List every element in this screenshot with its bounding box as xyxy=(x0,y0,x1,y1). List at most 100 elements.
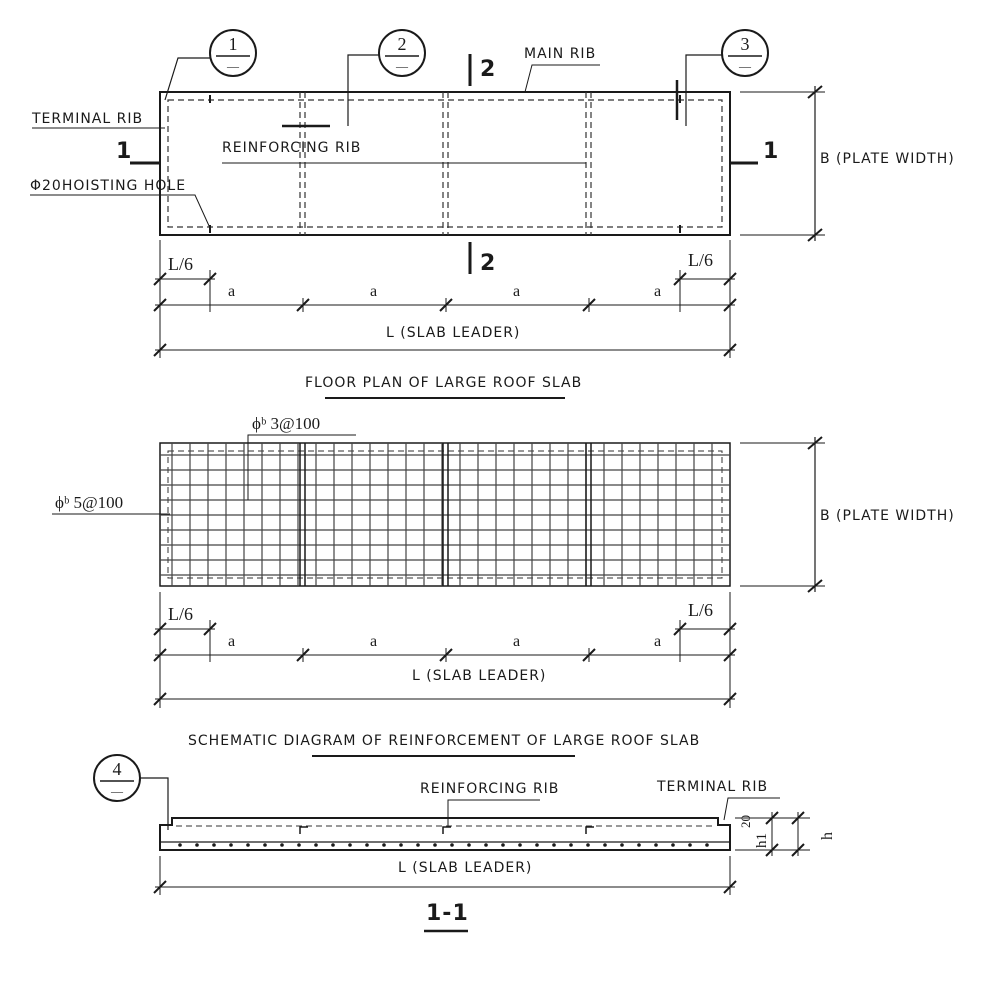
rebar-dot xyxy=(586,843,590,847)
reinforcement-spacing-a-4: a xyxy=(654,633,661,650)
rebar-dot xyxy=(552,843,556,847)
reinforcement-width-dimension xyxy=(740,436,825,593)
rebar-dot xyxy=(297,843,301,847)
rebar-dot xyxy=(433,843,437,847)
rebar-dot xyxy=(484,843,488,847)
bar-top-label: ϕᵇ 3@100 xyxy=(252,414,320,433)
section-title: 1-1 xyxy=(426,901,469,926)
bar-left-label: ϕᵇ 5@100 xyxy=(55,493,123,512)
floor-plan-view: 1 1 2 2 1 — 2 — 3 — xyxy=(30,29,955,399)
plate-width-label: B (PLATE WIDTH) xyxy=(820,151,955,167)
section-1-left-label: 1 xyxy=(116,139,132,164)
reinforcement-spacing-a-2: a xyxy=(370,633,377,650)
rebar-dot xyxy=(569,843,573,847)
svg-text:2: 2 xyxy=(398,34,407,54)
rebar-dot xyxy=(671,843,675,847)
edge-dim-right: L/6 xyxy=(688,250,713,270)
main-rib-label: MAIN RIB xyxy=(524,46,596,62)
plan-dimension-lines xyxy=(153,240,737,358)
slab-section-profile xyxy=(159,817,731,851)
rebar-dot xyxy=(603,843,607,847)
main-rib-leader xyxy=(524,64,600,93)
spacing-a-2: a xyxy=(370,283,377,300)
svg-text:—: — xyxy=(395,59,409,73)
section-length-dimension xyxy=(153,856,737,895)
rebar-dot xyxy=(246,843,250,847)
rebar-dot xyxy=(535,843,539,847)
spacing-a-1: a xyxy=(228,283,235,300)
callout-2: 2 — xyxy=(282,29,426,128)
rebar-dot xyxy=(280,843,284,847)
rebar-dot xyxy=(195,843,199,847)
callout-1: 1 — xyxy=(164,29,257,101)
svg-text:—: — xyxy=(226,59,240,73)
hoisting-hole-leader xyxy=(30,194,211,229)
dim-h1-label: h1 xyxy=(754,833,770,848)
hoisting-hole-marks xyxy=(209,95,681,233)
slab-length-label: L (SLAB LEADER) xyxy=(386,325,520,341)
reinforcement-dimension-lines xyxy=(153,592,737,708)
edge-dim-left: L/6 xyxy=(168,254,193,274)
section-1-right-label: 1 xyxy=(763,139,779,164)
reinforcement-ribs xyxy=(299,443,592,586)
rebar-dot xyxy=(637,843,641,847)
plate-width-dimension xyxy=(740,85,825,242)
spacing-a-3: a xyxy=(513,283,520,300)
rebar-dot xyxy=(365,843,369,847)
svg-text:1: 1 xyxy=(229,34,238,54)
reinforcement-title: SCHEMATIC DIAGRAM OF REINFORCEMENT OF LA… xyxy=(188,733,700,749)
plan-title: FLOOR PLAN OF LARGE ROOF SLAB xyxy=(305,375,582,391)
rebar-dot xyxy=(705,843,709,847)
svg-text:—: — xyxy=(110,784,124,798)
reinforcement-edge-dim-right: L/6 xyxy=(688,600,713,620)
reinforcement-plate-width-label: B (PLATE WIDTH) xyxy=(820,508,955,524)
rebar-dot xyxy=(399,843,403,847)
section-2-top-label: 2 xyxy=(480,57,496,82)
rebar-dot xyxy=(331,843,335,847)
dim-20-label: 20 xyxy=(738,815,753,828)
rebar-dot xyxy=(178,843,182,847)
rebar-dot xyxy=(212,843,216,847)
rebar-dot xyxy=(229,843,233,847)
reinforcing-rib-label: REINFORCING RIB xyxy=(222,140,361,156)
bar-top-leader xyxy=(247,434,356,500)
rebar-dot xyxy=(620,843,624,847)
rebar-dot xyxy=(654,843,658,847)
section-terminal-rib-label: TERMINAL RIB xyxy=(656,779,768,795)
section-height-dimensions xyxy=(735,811,810,857)
rebar-dots xyxy=(178,843,709,847)
reinforcement-spacing-a-1: a xyxy=(228,633,235,650)
callout-4: 4 — xyxy=(93,754,169,830)
section-slab-length-label: L (SLAB LEADER) xyxy=(398,860,532,876)
section-reinforcing-rib-label: REINFORCING RIB xyxy=(420,781,559,797)
section-rib-marks xyxy=(299,826,594,834)
rebar-dot xyxy=(518,843,522,847)
section-terminal-rib-leader xyxy=(723,797,780,821)
section-reinforcing-rib-leader xyxy=(447,799,540,826)
rebar-dot xyxy=(467,843,471,847)
terminal-rib-label: TERMINAL RIB xyxy=(31,111,143,127)
rebar-dot xyxy=(501,843,505,847)
reinforcement-slab-length-label: L (SLAB LEADER) xyxy=(412,668,546,684)
rebar-dot xyxy=(314,843,318,847)
section-1-1-view: 4 — REINFORCING RIB TERMINAL RIB 20 xyxy=(93,754,836,933)
reinforcement-view: ϕᵇ 3@100 ϕᵇ 5@100 B (PLATE WIDTH) xyxy=(52,414,955,757)
rebar-dot xyxy=(450,843,454,847)
rebar-dot xyxy=(263,843,267,847)
callout-3: 3 — xyxy=(675,29,769,126)
svg-text:—: — xyxy=(738,59,752,73)
dim-h-label: h xyxy=(819,832,836,840)
steel-mesh xyxy=(160,443,730,586)
rebar-dot xyxy=(382,843,386,847)
svg-text:3: 3 xyxy=(741,34,750,54)
reinforcement-spacing-a-3: a xyxy=(513,633,520,650)
section-2-bottom-label: 2 xyxy=(480,251,496,276)
rebar-dot xyxy=(688,843,692,847)
rebar-dot xyxy=(416,843,420,847)
svg-text:4: 4 xyxy=(113,759,122,779)
hoisting-hole-label: Φ20HOISTING HOLE xyxy=(30,178,186,194)
spacing-a-4: a xyxy=(654,283,661,300)
reinforcement-edge-dim-left: L/6 xyxy=(168,604,193,624)
